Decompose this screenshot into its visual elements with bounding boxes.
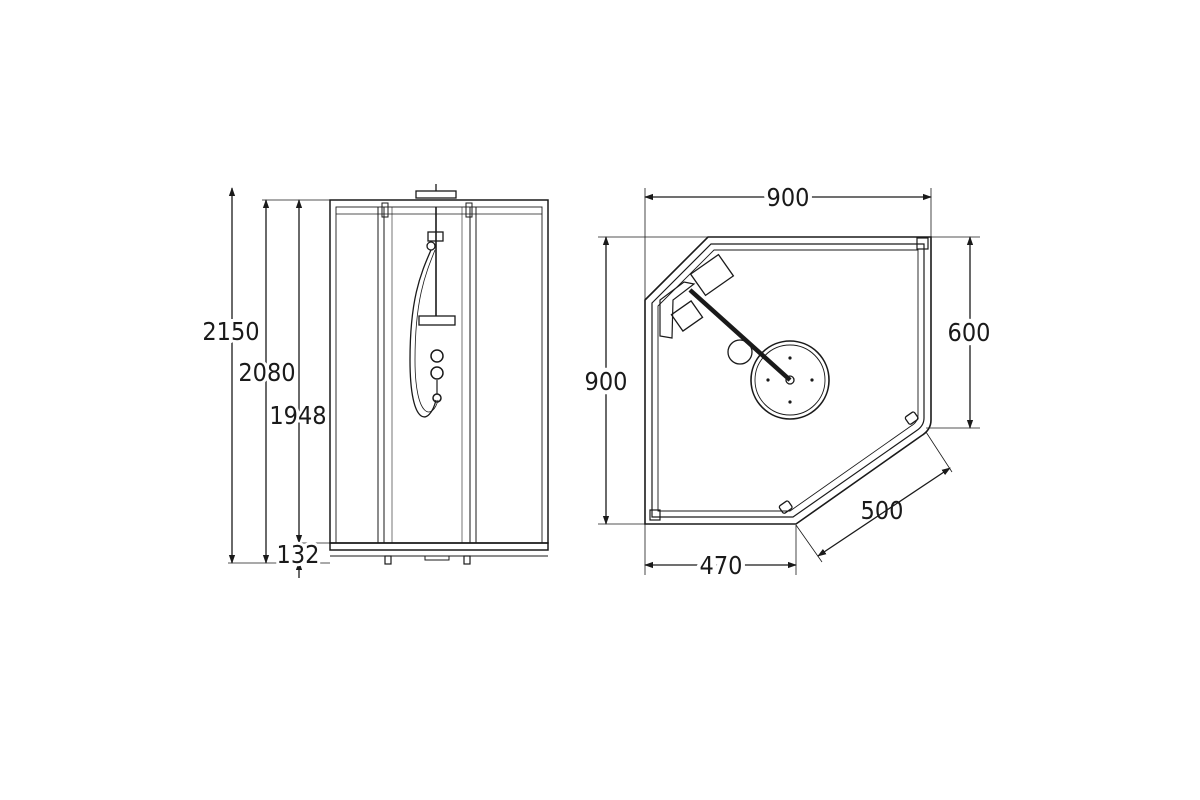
tray-drain bbox=[424, 555, 450, 561]
nozzle-n bbox=[788, 356, 792, 360]
shower-panel-bracket bbox=[659, 281, 696, 339]
nozzle-e bbox=[810, 378, 814, 382]
plan-view: 900 900 600 470 500 bbox=[581, 179, 995, 584]
control-knob-upper bbox=[430, 349, 444, 363]
hinge-top-left bbox=[381, 202, 389, 218]
ext-diag-2 bbox=[795, 524, 823, 563]
tray-foot-left bbox=[384, 555, 392, 565]
label-base-height: 132 bbox=[277, 540, 320, 569]
shower-hose-inner bbox=[414, 249, 439, 413]
tray-foot-right bbox=[463, 555, 471, 565]
mixer-knob-plan bbox=[727, 339, 753, 365]
label-diagonal: 500 bbox=[861, 496, 904, 525]
door-roller-bottom bbox=[778, 500, 793, 514]
inner-frame bbox=[335, 206, 543, 544]
corner-post-top-right bbox=[916, 237, 929, 250]
label-opening-height: 1948 bbox=[269, 401, 326, 430]
frame-outline bbox=[651, 243, 925, 518]
front-view: 2150 2080 1948 132 bbox=[199, 184, 549, 578]
handshower-head bbox=[426, 241, 436, 251]
label-right-side: 600 bbox=[948, 318, 991, 347]
inner-outline bbox=[657, 249, 919, 512]
outer-outline bbox=[644, 236, 932, 525]
control-knob-lower bbox=[430, 366, 444, 380]
handshower-plan bbox=[670, 300, 704, 332]
label-bottom-width: 470 bbox=[700, 551, 743, 580]
hinge-top-right bbox=[465, 202, 473, 218]
overhead-arm-core bbox=[689, 289, 791, 381]
nozzle-w bbox=[766, 378, 770, 382]
door-roller-right bbox=[904, 411, 919, 425]
label-top-width: 900 bbox=[767, 183, 810, 212]
label-left-depth: 900 bbox=[585, 367, 628, 396]
shower-hose bbox=[409, 249, 437, 418]
overhead-shower bbox=[415, 190, 457, 199]
dim-line-diagonal bbox=[817, 467, 951, 557]
shower-cabin-front bbox=[329, 184, 549, 565]
outer-frame bbox=[329, 199, 549, 544]
soap-shelf bbox=[418, 315, 456, 326]
nozzle-s bbox=[788, 400, 792, 404]
label-total-height: 2150 bbox=[202, 317, 259, 346]
label-door-height: 2080 bbox=[238, 358, 295, 387]
ext-diag-1 bbox=[925, 431, 953, 473]
water-outlet bbox=[432, 393, 442, 403]
overhead-shower-plan-inner bbox=[754, 344, 826, 416]
shower-cabin-plan bbox=[644, 236, 932, 525]
overhead-shower-plan bbox=[750, 340, 830, 420]
shower-shelf-plan bbox=[689, 253, 735, 297]
shower-tray bbox=[329, 542, 549, 551]
corner-post-bottom-left bbox=[649, 509, 661, 521]
handshower-holder bbox=[427, 231, 444, 242]
overhead-shower-center bbox=[785, 375, 795, 385]
